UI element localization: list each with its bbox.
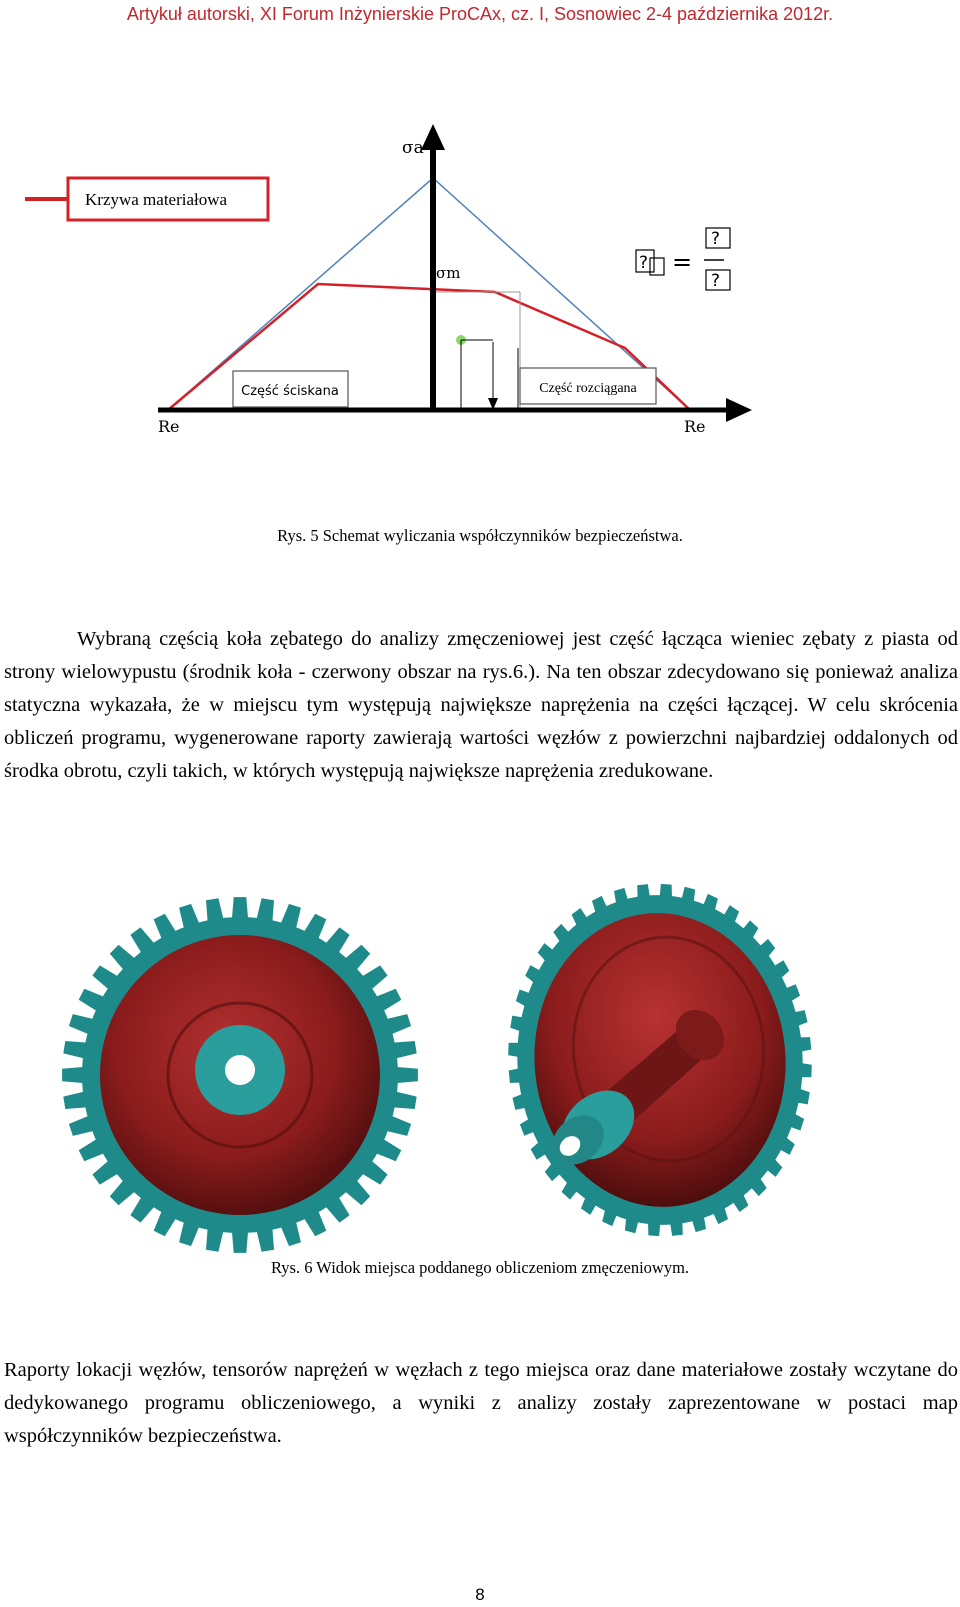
tensile-box [519, 367, 657, 405]
paragraph-2: Raporty lokacji węzłów, tensorów napręże… [4, 1359, 958, 1447]
re-left-label: Re [158, 417, 180, 436]
x-axis-arrow [726, 398, 752, 422]
tensile-label: Część rozciągana [539, 381, 637, 396]
figure6-caption: Rys. 6 Widok miejsca poddanego obliczeni… [270, 1258, 690, 1277]
svg-text:?: ? [711, 271, 720, 291]
gear-isometric-view [508, 883, 812, 1237]
page-header: Artykuł autorski, XI Forum Inżynierskie … [126, 4, 834, 24]
formula: ? = ? ? [635, 227, 731, 291]
y-axis-arrow [421, 124, 445, 150]
formula-equals: = [672, 248, 692, 276]
gear-bore-front [225, 1055, 255, 1085]
figure5-caption: Rys. 5 Schemat wyliczania współczynników… [277, 526, 683, 545]
point-arrow-head [488, 398, 498, 410]
gear-front-view [62, 897, 418, 1253]
paragraph-1: Wybraną częścią koła zębatego do analizy… [4, 628, 958, 782]
svg-text:?: ? [711, 229, 720, 249]
legend-box [66, 176, 270, 222]
compressed-label: Część ściskana [241, 384, 339, 399]
compressed-box [232, 370, 349, 408]
safety-factor-diagram: Krzywa materiałowa σa σm Re Re Część ści… [25, 124, 752, 436]
sigma-m-label: σm [436, 264, 460, 282]
page-number: 8 [475, 1585, 485, 1604]
sigma-a-label: σa [402, 138, 424, 158]
re-right-label: Re [684, 417, 706, 436]
svg-text:?: ? [639, 253, 648, 273]
gear-hub-iso [552, 1009, 725, 1165]
legend-label: Krzywa materiałowa [85, 190, 228, 209]
